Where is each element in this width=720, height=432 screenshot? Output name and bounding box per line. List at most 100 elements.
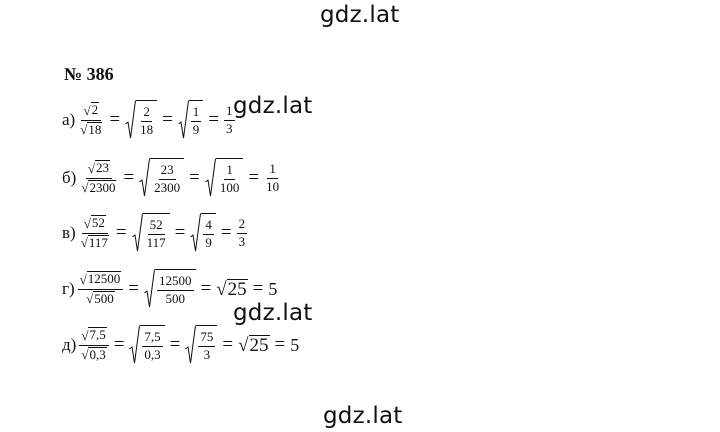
fraction-numerator: 2 bbox=[236, 216, 248, 234]
root-quotient: √7,5 √0,3 bbox=[79, 326, 109, 363]
equals-sign: = bbox=[252, 278, 264, 299]
equals-sign: = bbox=[220, 222, 232, 243]
equals-sign: = bbox=[248, 167, 260, 188]
equals-sign: = bbox=[115, 222, 127, 243]
sqrt-sign: √ bbox=[86, 291, 94, 307]
equals-sign: = bbox=[200, 278, 212, 299]
radical-sign bbox=[131, 213, 143, 252]
fraction-numerator: 2 bbox=[141, 104, 152, 122]
fraction-denominator: 3 bbox=[238, 233, 246, 249]
equals-sign: = bbox=[208, 109, 220, 130]
fraction-denominator: 100 bbox=[219, 180, 240, 195]
sqrt-sign: √ bbox=[81, 180, 89, 196]
equals-sign: = bbox=[123, 167, 135, 188]
denominator-radicand: 117 bbox=[87, 234, 109, 250]
sqrt-sign: √ bbox=[81, 347, 89, 363]
radicand: 25 bbox=[248, 334, 270, 356]
item-label: г) bbox=[62, 279, 75, 298]
fraction-numerator: 1 bbox=[267, 161, 278, 179]
radical-sign bbox=[185, 325, 197, 364]
fraction-numerator: 75 bbox=[198, 329, 216, 347]
radical-sign bbox=[144, 269, 155, 308]
fraction-denominator: 3 bbox=[203, 347, 211, 362]
radical-sign bbox=[125, 100, 137, 139]
item-label: б) bbox=[62, 168, 77, 187]
result-value: 5 bbox=[290, 334, 300, 355]
numerator-radicand: 23 bbox=[94, 159, 110, 175]
denominator-radicand: 18 bbox=[87, 121, 103, 137]
fraction-denominator: 9 bbox=[205, 235, 212, 250]
sqrt-sign: √ bbox=[81, 327, 89, 343]
fraction-denominator: 2300 bbox=[154, 180, 181, 195]
watermark-middle-1: gdz.lat bbox=[233, 93, 313, 119]
equals-sign: = bbox=[174, 222, 186, 243]
fraction-numerator: 12500 bbox=[157, 273, 194, 291]
fraction-numerator: 23 bbox=[158, 162, 176, 180]
sqrt-sign: √ bbox=[216, 279, 227, 301]
item-label: д) bbox=[62, 335, 77, 354]
root-quotient: √52 √117 bbox=[79, 214, 111, 251]
sqrt-sign: √ bbox=[238, 335, 249, 357]
sqrt-sign: √ bbox=[83, 102, 91, 118]
denominator-radicand: 2300 bbox=[88, 179, 117, 195]
radical-sign bbox=[190, 213, 202, 252]
sqrt-sign: √ bbox=[83, 215, 91, 231]
equals-sign: = bbox=[109, 109, 121, 130]
radical-sign bbox=[139, 158, 151, 197]
radicand: 25 bbox=[226, 278, 248, 300]
fraction-numerator: 1 bbox=[224, 103, 235, 121]
equals-sign: = bbox=[169, 334, 181, 355]
root-of-number: √25 bbox=[216, 278, 248, 301]
root-of-number: √25 bbox=[238, 334, 270, 357]
fraction-denominator: 0,3 bbox=[144, 347, 161, 362]
result-value: 5 bbox=[268, 278, 278, 299]
fraction-denominator: 500 bbox=[165, 291, 186, 306]
item-label: а) bbox=[62, 110, 76, 129]
equals-sign: = bbox=[128, 278, 139, 299]
item-label: в) bbox=[62, 223, 76, 242]
fraction-denominator: 18 bbox=[140, 122, 154, 137]
fraction-numerator: 1 bbox=[190, 104, 202, 122]
numerator-radicand: 52 bbox=[90, 214, 106, 230]
numerator-radicand: 12500 bbox=[86, 270, 122, 286]
exercise-title: № 386 bbox=[64, 64, 114, 84]
equals-sign: = bbox=[274, 334, 286, 355]
watermark-bottom: gdz.lat bbox=[323, 403, 403, 429]
radical-sign bbox=[205, 158, 216, 197]
denominator-radicand: 0,3 bbox=[88, 346, 107, 362]
fraction-numerator: 1 bbox=[224, 162, 235, 180]
watermark-top: gdz.lat bbox=[320, 2, 400, 28]
numerator-radicand: 2 bbox=[90, 101, 100, 117]
equals-sign: = bbox=[113, 334, 125, 355]
radical-sign bbox=[177, 100, 189, 139]
equals-sign: = bbox=[222, 334, 234, 355]
fraction-numerator: 52 bbox=[147, 217, 165, 235]
sqrt-sign: √ bbox=[79, 271, 87, 287]
root-quotient: √23 √2300 bbox=[79, 159, 118, 196]
equals-sign: = bbox=[189, 167, 200, 188]
fraction-denominator: 9 bbox=[192, 122, 200, 137]
watermark-middle-2: gdz.lat bbox=[233, 300, 313, 326]
denominator-radicand: 500 bbox=[93, 290, 115, 306]
equals-sign: = bbox=[162, 109, 173, 130]
fraction-numerator: 4 bbox=[203, 217, 214, 235]
sqrt-sign: √ bbox=[87, 160, 95, 176]
radical-sign bbox=[129, 325, 141, 364]
root-quotient: √2 √18 bbox=[78, 101, 104, 138]
numerator-radicand: 7,5 bbox=[88, 326, 107, 342]
